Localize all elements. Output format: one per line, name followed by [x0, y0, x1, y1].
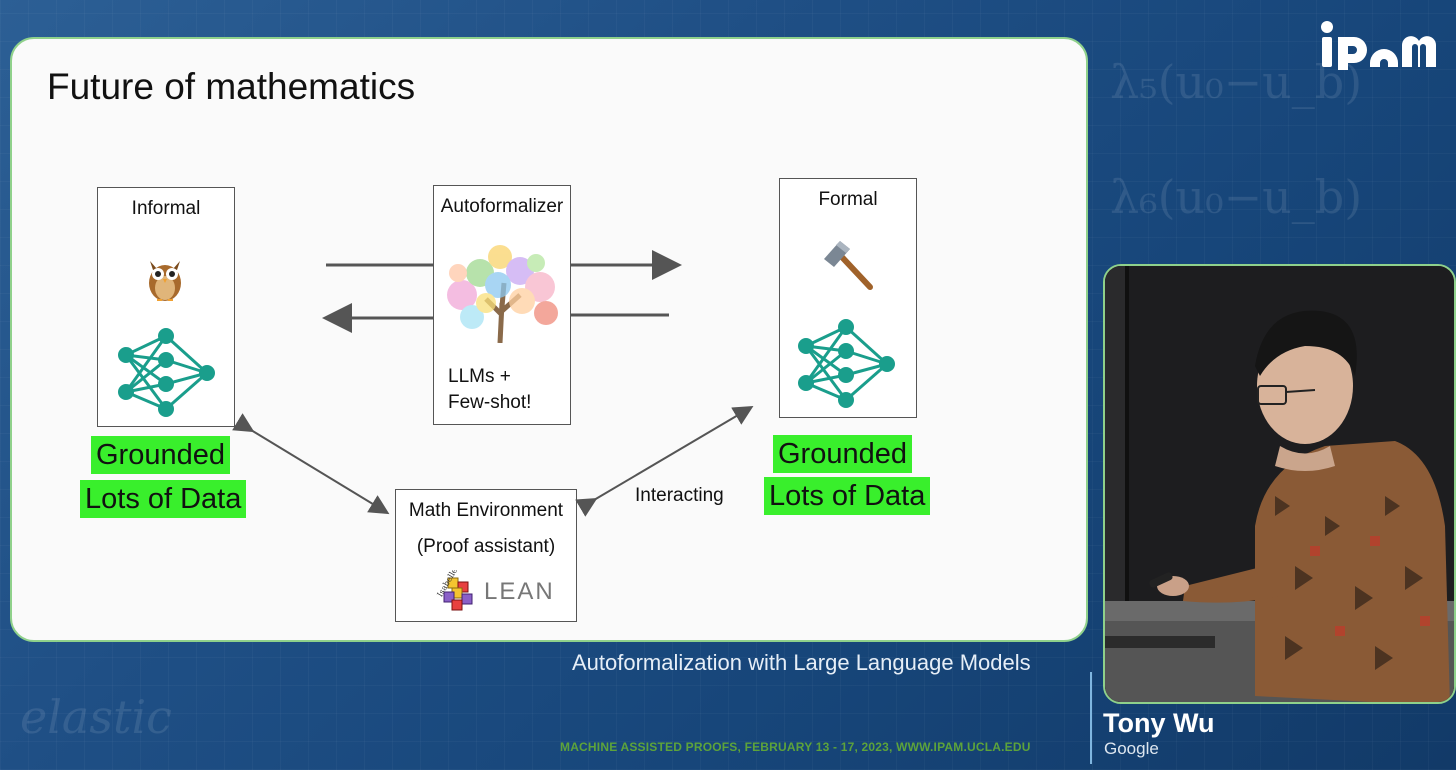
informal-box: Informal [97, 187, 235, 427]
hammer-icon [824, 241, 873, 290]
arrow-math-env-formal [575, 405, 754, 517]
neural-network-icon [798, 319, 895, 408]
autoformalizer-label: Autoformalizer [440, 196, 564, 217]
owl-icon [149, 261, 181, 301]
tree-icon [447, 245, 558, 343]
ipam-logo [1321, 21, 1436, 70]
formal-label: Formal [818, 189, 878, 210]
talk-caption: Autoformalization with Large Language Mo… [572, 650, 1031, 675]
speaker-video [1103, 264, 1456, 704]
math-env-line1: Math Environment [408, 500, 564, 521]
formal-box: Formal [779, 178, 917, 418]
informal-label: Informal [131, 198, 201, 219]
autoformalizer-box: Autoformalizer LLMs + Few-shot! [433, 185, 571, 425]
informal-data-tag: Lots of Data [80, 480, 247, 518]
autoformalizer-note-line1: LLMs + [448, 366, 511, 387]
neural-network-icon [118, 328, 215, 417]
arrow-informal-math-env [232, 413, 390, 515]
lean-logo-icon: LEAN [484, 578, 555, 605]
bg-formula-decoration: λ₆(u₀−u_b) [1110, 170, 1363, 224]
interacting-label: Interacting [635, 485, 724, 506]
caption-divider [1090, 672, 1092, 764]
event-footer: MACHINE ASSISTED PROOFS, FEBRUARY 13 - 1… [560, 740, 1031, 754]
speaker-org: Google [1104, 739, 1159, 758]
bg-formula-decoration: elastic [20, 690, 172, 744]
speaker-figure [1105, 266, 1454, 702]
informal-grounded-tag: Grounded [91, 436, 230, 474]
slide-title: Future of mathematics [47, 66, 416, 107]
bg-formula-decoration: λ₅(u₀−u_b) [1110, 55, 1363, 109]
math-env-line2: (Proof assistant) [416, 536, 556, 557]
math-environment-box: Math Environment (Proof assistant) Isabe… [395, 489, 577, 622]
speaker-name: Tony Wu [1103, 708, 1215, 738]
formal-data-tag: Lots of Data [764, 477, 931, 515]
autoformalizer-note-line2: Few-shot! [448, 392, 532, 413]
formal-grounded-tag: Grounded [773, 435, 912, 473]
isabelle-logo-icon: Isabelle [435, 570, 473, 611]
